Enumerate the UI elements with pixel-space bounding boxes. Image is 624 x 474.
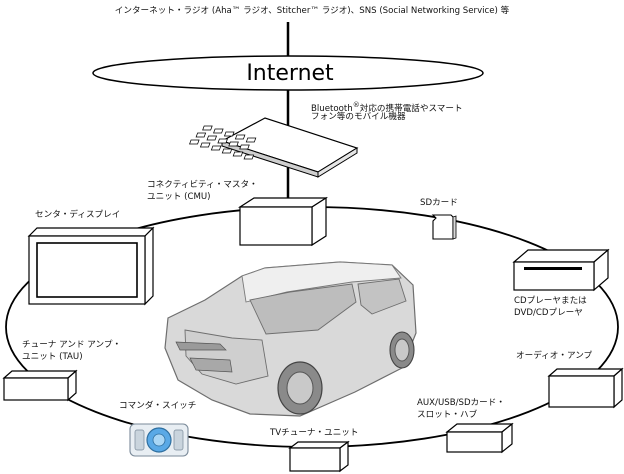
internet-label: Internet — [246, 61, 334, 86]
cmu-box — [237, 196, 329, 247]
aux-hub-label-line2: スロット・ハブ — [417, 410, 478, 420]
cd-player-label-line2: DVD/CDプレーヤ — [514, 308, 583, 318]
bluetooth-label-line1: Bluetooth®対応の携帯電話やスマート — [311, 100, 463, 115]
bluetooth-suffix: 対応の携帯電話やスマート — [359, 103, 463, 114]
sd-card-label: SDカード — [420, 198, 458, 208]
commander-switch-icon — [129, 423, 189, 457]
audio-amp-box — [547, 367, 624, 409]
car-illustration — [164, 261, 417, 417]
center-display — [27, 226, 155, 306]
top-caption: インターネット・ラジオ (Aha™ ラジオ、Stitcher™ ラジオ)、SNS… — [114, 6, 510, 16]
center-display-label: センタ・ディスプレイ — [35, 210, 121, 220]
cmu-label-line2: ユニット (CMU) — [147, 192, 211, 202]
commander-label: コマンダ・スイッチ — [119, 401, 197, 411]
bluetooth-label-line2: フォン等のモバイル機器 — [311, 112, 406, 122]
tau-box — [2, 369, 78, 402]
aux-hub-label-line1: AUX/USB/SDカード・ — [417, 398, 505, 408]
mobile-device-icon — [189, 117, 359, 178]
tv-tuner-box — [288, 440, 350, 473]
tv-tuner-label: TVチューナ・ユニット — [270, 428, 359, 438]
sd-card-icon — [431, 214, 457, 240]
aux-usb-sd-hub-box — [445, 422, 514, 454]
cmu-label-line1: コネクティビティ・マスタ・ — [147, 180, 258, 190]
bluetooth-word: Bluetooth — [311, 103, 353, 114]
audio-amp-label: オーディオ・アンプ — [516, 351, 593, 361]
tau-label-line2: ユニット (TAU) — [22, 352, 83, 362]
registered-mark: ® — [352, 101, 360, 109]
tau-label-line1: チューナ アンド アンプ・ — [22, 340, 122, 350]
cd-player-box — [512, 248, 610, 292]
internet-ellipse — [92, 55, 484, 91]
cd-player-label-line1: CDプレーヤまたは — [514, 296, 587, 306]
